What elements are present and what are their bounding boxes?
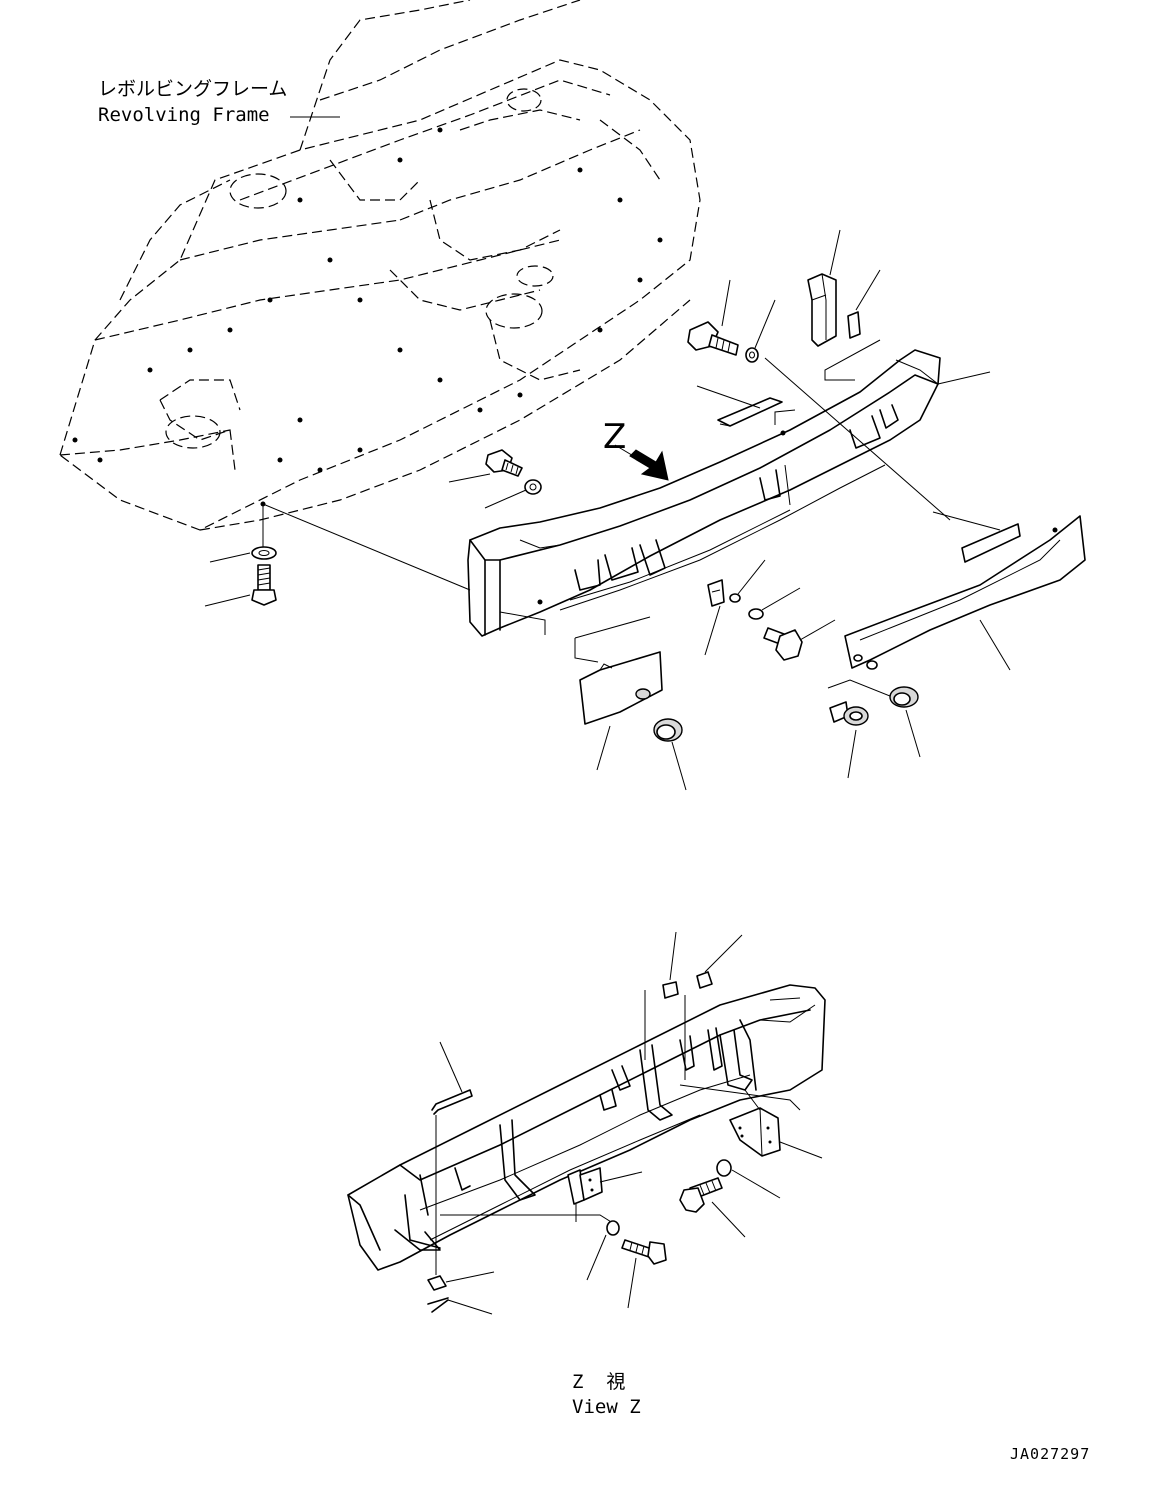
leader-counterweight bbox=[937, 371, 991, 385]
view-z-parts bbox=[427, 931, 823, 1315]
view-z-caption-en: View Z bbox=[572, 1396, 641, 1418]
revolving-frame bbox=[59, 0, 701, 531]
lifting-plate bbox=[807, 229, 881, 347]
view-z-caption-ja: Z 視 bbox=[572, 1371, 626, 1393]
view-z-letter: Z bbox=[603, 417, 627, 457]
revolving-frame-label-en: Revolving Frame bbox=[98, 104, 270, 126]
view-z-counterweight bbox=[347, 984, 826, 1271]
left-cover-assembly bbox=[574, 616, 687, 791]
drawing-number: JA027297 bbox=[1010, 1445, 1091, 1463]
frame-bolt-assembly bbox=[204, 504, 277, 607]
counterweight bbox=[262, 339, 951, 637]
top-strip bbox=[696, 385, 783, 427]
center-bracket-assembly bbox=[704, 559, 836, 661]
view-z-arrow bbox=[614, 444, 669, 481]
revolving-frame-label-ja: レボルビングフレーム bbox=[98, 78, 288, 100]
side-bolt-assembly bbox=[448, 449, 542, 509]
top-bolt-assembly bbox=[687, 279, 776, 363]
right-cover-assembly bbox=[827, 511, 1086, 779]
